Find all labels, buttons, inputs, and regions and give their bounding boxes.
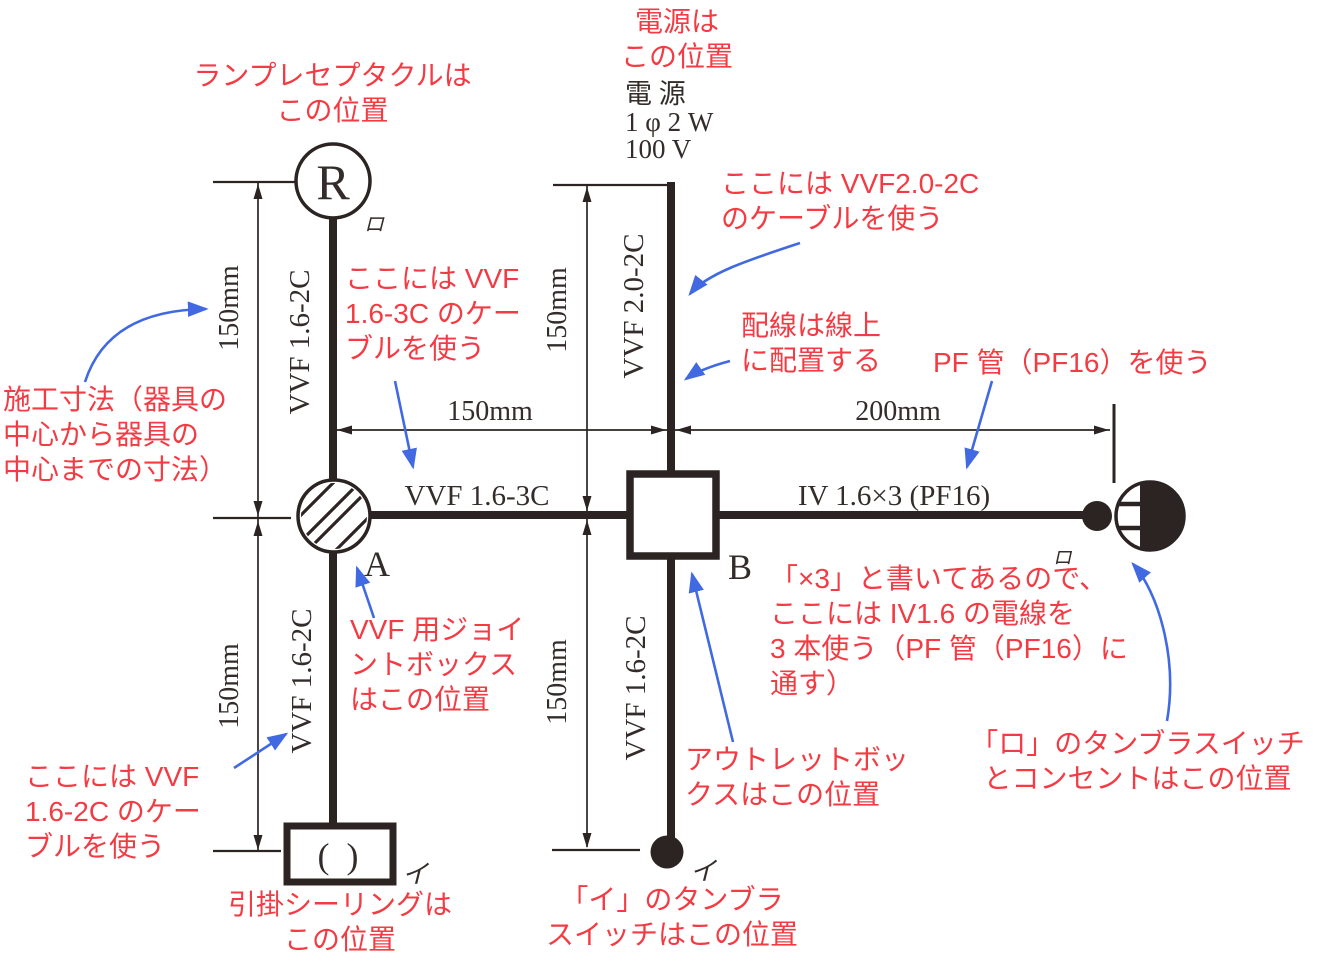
note-wiring-on-line: 配線は線上 に配置する: [740, 310, 881, 376]
note-vvf163-cable: ここには VVF 1.6-3C のケー ブルを使う: [345, 263, 521, 364]
arrow-vvf163: [393, 380, 417, 470]
dim-center-lower: 150mm: [542, 639, 573, 725]
cable-label-r-to-a: VVF 1.6-2C: [284, 269, 316, 414]
dimension-arrowheads: [253, 184, 1109, 850]
outlet-box-label: B: [728, 547, 752, 587]
note-outlet-box-position: アウトレットボッ クスはこの位置: [685, 744, 910, 810]
cable-labels: VVF 1.6-2C VVF 2.0-2C VVF 1.6-2C VVF 1.6…: [284, 233, 990, 760]
note-pf-pipe: PF 管（PF16）を使う: [933, 347, 1212, 378]
note-iv-wires-x3: 「×3」と書いてあるので、 ここには IV1.6 の電線を 3 本使う（PF 管…: [770, 563, 1128, 699]
joint-box-label: A: [364, 544, 390, 584]
arrow-joint-box: [355, 565, 376, 619]
tumbler-switch-ro-dot: [1082, 501, 1112, 531]
cable-label-b-to-outlet: IV 1.6×3 (PF16): [798, 480, 990, 512]
dim-left-upper: 150mm: [214, 265, 245, 351]
arrow-vvf162: [233, 732, 289, 770]
power-source-voltage: 100 V: [625, 134, 692, 164]
note-switch-i-position: 「イ」のタンブラ スイッチはこの位置: [545, 884, 798, 950]
note-installation-dimensions: 施工寸法（器具の 中心から器具の 中心までの寸法）: [3, 384, 228, 485]
note-switch-ro-position: 「ロ」のタンブラスイッチ とコンセントはこの位置: [970, 728, 1305, 794]
note-vvf20-cable: ここには VVF2.0-2C のケーブルを使う: [721, 168, 980, 234]
cable-label-b-to-switch: VVF 1.6-2C: [620, 615, 652, 760]
arrow-on-line: [683, 359, 731, 381]
joint-box-symbol: A: [296, 478, 390, 584]
arrow-outlet-box: [688, 571, 735, 743]
ceiling-rosette-symbol: ( ) イ: [283, 822, 434, 889]
power-source-title: 電 源: [625, 79, 686, 109]
note-joint-box-position: VVF 用ジョイ ントボックス はこの位置: [350, 614, 525, 715]
cable-lines: [329, 182, 1085, 838]
dimension-lines: [257, 183, 1110, 850]
dimension-labels: 150mm 150mm 150mm 150mm 150mm 200mm: [214, 265, 941, 729]
tumbler-switch-ro-and-outlet-symbol: ロ: [1052, 480, 1186, 569]
note-power-position: 電源は この位置: [620, 6, 733, 72]
dim-center-upper: 150mm: [542, 267, 573, 353]
note-lamp-receptacle-position: ランプレセプタクルは この位置: [193, 60, 472, 126]
cable-label-a-to-ceiling: VVF 1.6-2C: [286, 608, 318, 753]
annotation-arrows: [83, 241, 1172, 770]
arrow-vvf20: [688, 241, 801, 297]
note-vvf162-cable: ここには VVF 1.6-2C のケー ブルを使う: [25, 761, 201, 862]
dim-left-lower: 150mm: [214, 643, 245, 729]
outlet-box-symbol: B: [626, 470, 752, 587]
receptacle-outlet-fill: [1140, 482, 1184, 550]
tumbler-switch-ro-tag: ロ: [1052, 548, 1075, 569]
tumbler-switch-i-symbol: イ: [650, 835, 722, 886]
lamp-receptacle-letter: R: [316, 154, 350, 210]
joint-box-hatching: [301, 483, 367, 549]
dim-horizontal-right: 200mm: [855, 396, 941, 427]
ceiling-rosette-glyph: ( ): [318, 836, 363, 876]
note-ceiling-rosette-position: 引掛シーリングは この位置: [227, 889, 452, 955]
cable-label-a-to-b: VVF 1.6-3C: [404, 480, 549, 512]
arrow-switch-ro: [1131, 562, 1172, 722]
cable-label-power-drop: VVF 2.0-2C: [618, 233, 650, 378]
power-source-block: 電 源 1 φ 2 W 100 V: [625, 79, 714, 164]
arrow-dim-note: [83, 301, 209, 383]
power-source-spec: 1 φ 2 W: [625, 107, 714, 137]
lamp-receptacle-switch-tag: ロ: [363, 214, 388, 236]
extension-lines: [213, 180, 1116, 853]
arrow-pf-pipe: [964, 380, 994, 470]
dim-horizontal-left: 150mm: [447, 396, 533, 427]
lamp-receptacle-symbol: R ロ: [294, 142, 388, 236]
ceiling-rosette-switch-tag: イ: [401, 859, 434, 889]
